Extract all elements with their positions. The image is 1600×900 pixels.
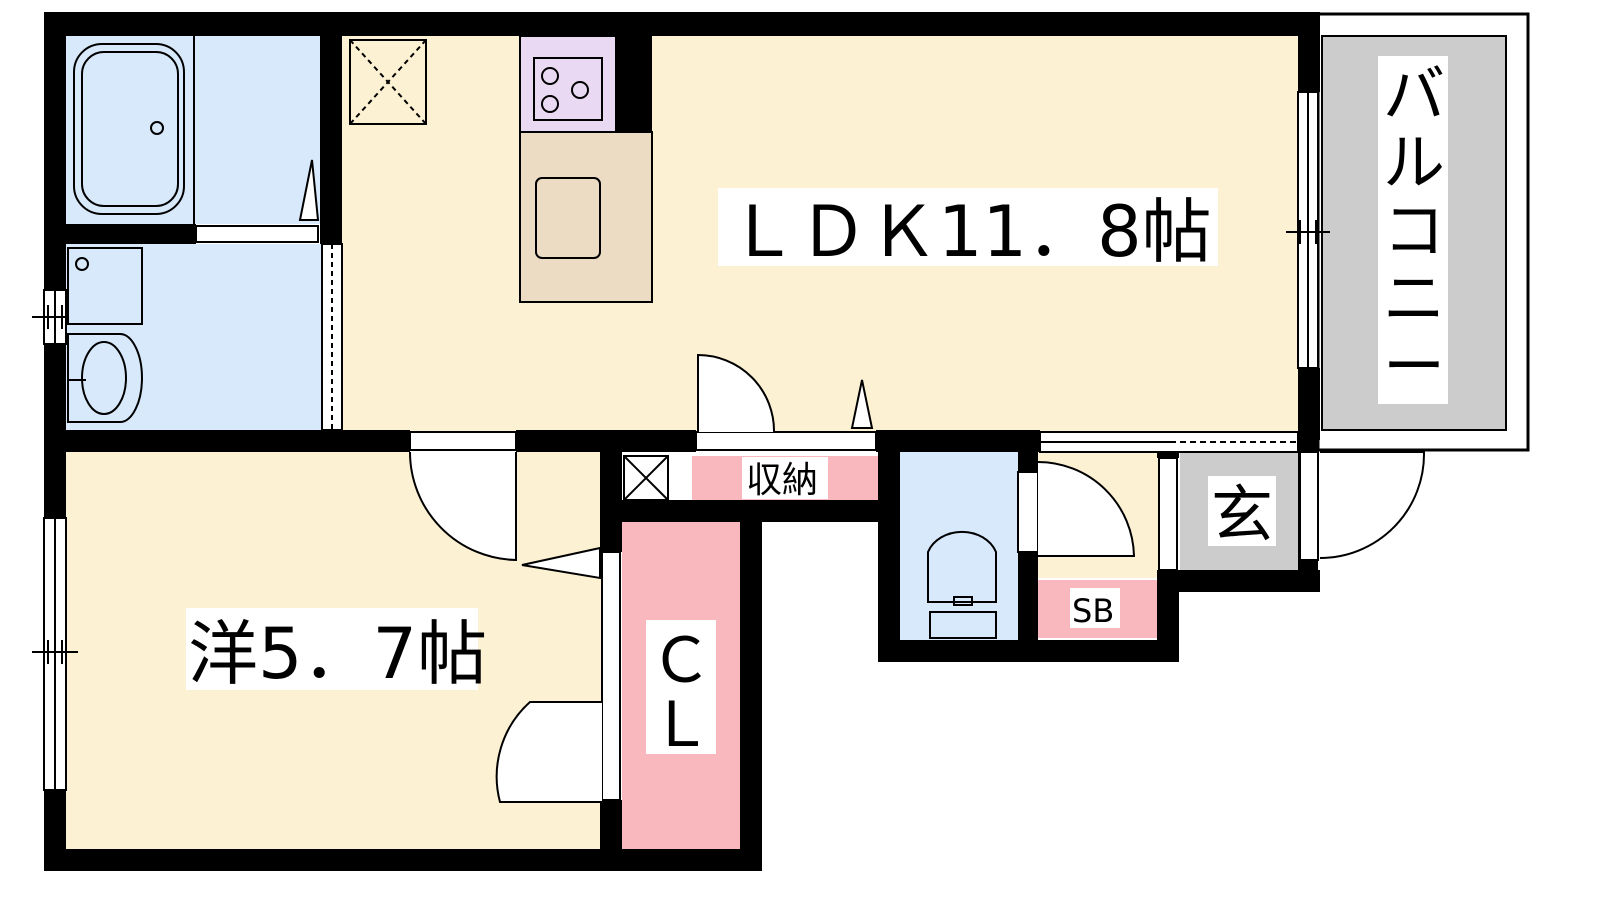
entrance-side-door xyxy=(1158,457,1178,571)
wall-entrance-left xyxy=(1157,452,1179,458)
balcony-label-bg xyxy=(1378,56,1448,404)
western-label-bg xyxy=(186,608,478,690)
toilet-door-frame xyxy=(1017,471,1039,553)
pipe-space xyxy=(623,455,669,501)
wall-toilet-right xyxy=(1018,452,1038,472)
entrance-door-frame xyxy=(1299,451,1319,561)
closet-door-frame xyxy=(601,551,621,801)
storage-label-bg xyxy=(742,457,828,499)
balcony-char-3: コ xyxy=(1383,194,1445,267)
wall-bath-wash xyxy=(66,224,196,244)
toilet-tank xyxy=(929,611,997,639)
ldk-door-swing xyxy=(697,353,776,433)
doors xyxy=(195,159,1426,803)
fridge-space xyxy=(349,39,427,125)
toilet-door-swing xyxy=(1037,461,1136,557)
wall-entrance-bottom xyxy=(1157,570,1320,592)
closet-label-bg xyxy=(646,620,716,754)
closet-label-c: Ｃ xyxy=(650,624,712,697)
western-door-mark xyxy=(521,546,601,580)
washing-machine-pan xyxy=(67,247,143,325)
entrance-door-swing xyxy=(1319,451,1426,559)
ldk-label-bg xyxy=(718,188,1218,266)
bathtub-inner xyxy=(81,51,179,207)
ldk-door-slider xyxy=(695,431,877,451)
sink-bowl xyxy=(81,341,127,415)
balcony-char-2: ル xyxy=(1383,126,1445,199)
balcony-char-1: バ xyxy=(1383,58,1445,131)
wall-right-mid xyxy=(1298,368,1320,440)
balcony-char-4: ニ xyxy=(1383,262,1445,335)
western-room-label: 洋5．7帖 xyxy=(188,613,487,695)
wall-mid-left xyxy=(44,430,410,452)
entrance-label-bg xyxy=(1208,476,1276,546)
entrance-label: 玄 xyxy=(1211,478,1273,551)
wall-closet-right xyxy=(740,500,762,871)
shoe-box-label: SB xyxy=(1072,592,1114,630)
closet-label-l: Ｌ xyxy=(650,688,712,761)
wall-closet-top xyxy=(600,500,762,522)
western-door-swing xyxy=(409,451,517,562)
wall-left-bottom xyxy=(44,790,66,870)
bathtub xyxy=(73,43,185,215)
wall-bath-right xyxy=(320,34,342,244)
stove xyxy=(533,57,603,121)
ldk-label: ＬＤＫ11．8帖 xyxy=(728,191,1212,273)
wall-closet-left xyxy=(600,800,622,850)
wall-toilet-left xyxy=(878,452,900,662)
wall-sb-right xyxy=(1157,570,1179,662)
wall-toilet-right2 xyxy=(1018,552,1038,642)
ldk-door-mark xyxy=(850,379,874,429)
storage-label: 収納 xyxy=(746,460,818,501)
wall-bottom-west xyxy=(44,849,762,871)
kitchen-sink xyxy=(535,177,601,259)
bath-sliding-door xyxy=(195,225,319,243)
closet-door-swing xyxy=(495,701,602,803)
bathtub-drain xyxy=(150,121,164,135)
wall-toilet-bottom xyxy=(878,640,1178,662)
counter-extension xyxy=(519,131,653,303)
balcony-char-5: ー xyxy=(1383,330,1445,403)
toilet-bowl xyxy=(927,530,997,603)
wm-drain xyxy=(75,257,89,271)
wall-kitchen-post xyxy=(616,34,652,132)
wall-top xyxy=(44,12,1320,36)
labels: ＬＤＫ11．8帖 洋5．7帖 Ｃ Ｌ 収納 SB 玄 バ ル コ ニ ー xyxy=(186,56,1448,761)
fixtures xyxy=(67,34,997,639)
bath-door-swing-mark xyxy=(298,159,320,221)
wall-mid-b xyxy=(876,430,1040,452)
sb-label-bg xyxy=(1070,588,1120,628)
wall-right-top xyxy=(1298,12,1320,92)
sink-basin xyxy=(67,333,143,423)
western-door-frame xyxy=(409,431,517,451)
walls xyxy=(44,12,1320,871)
windows xyxy=(43,91,1319,791)
wall-storage-bottom xyxy=(740,500,900,522)
wall-mid-a xyxy=(516,430,696,452)
